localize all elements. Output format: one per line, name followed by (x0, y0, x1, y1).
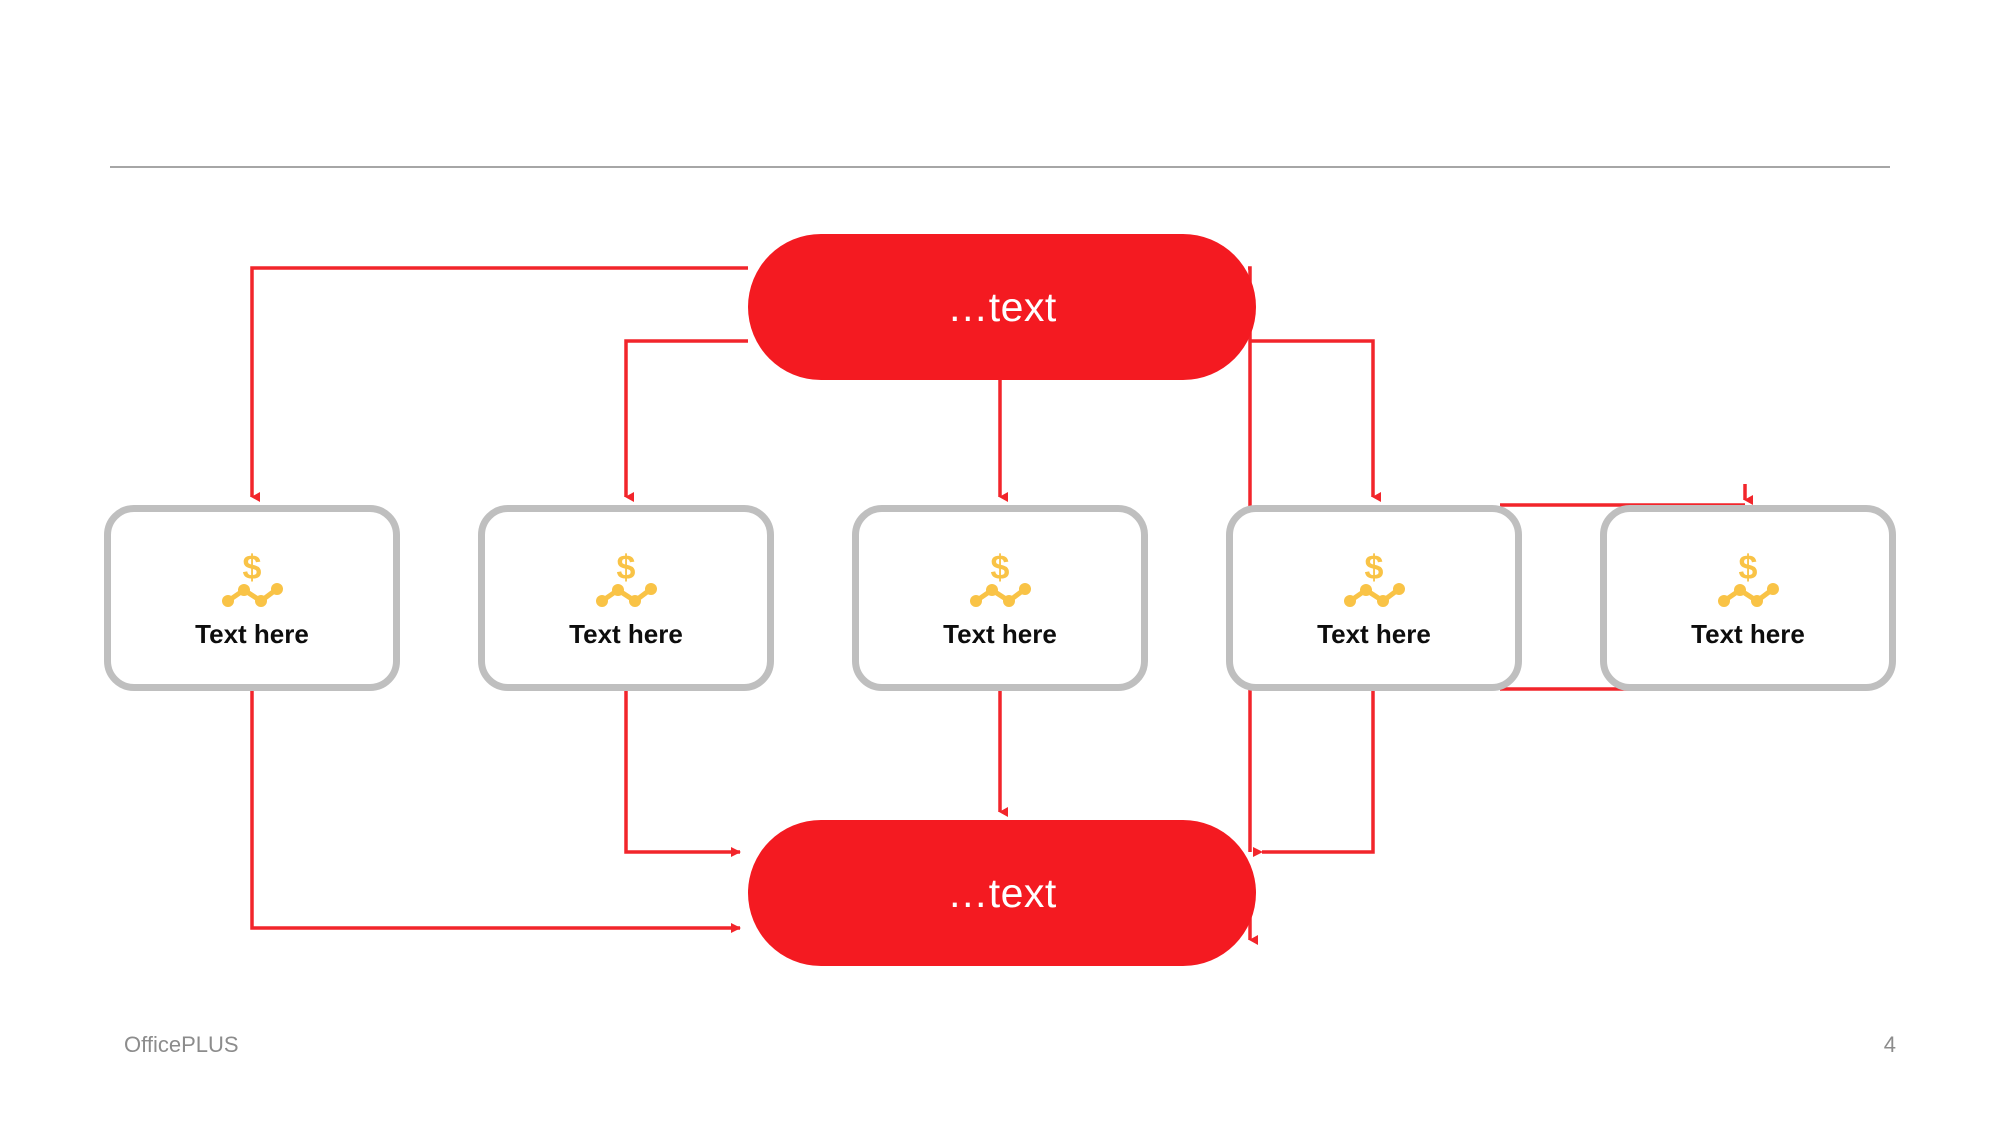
edge-toppill-card2 (624, 339, 748, 502)
card-3[interactable]: $ Text here (852, 505, 1148, 691)
footer-brand: OfficePLUS (124, 1032, 239, 1057)
footer-page-number: 4 (1883, 1032, 1896, 1057)
bottom-pill-node[interactable]: …text (748, 820, 1256, 966)
card-1[interactable]: $ Text here (104, 505, 400, 691)
top-pill-label: …text (947, 283, 1057, 330)
card-5[interactable]: $ Text here (1600, 505, 1896, 691)
dollar-line-chart-icon: $ (596, 549, 657, 607)
card-3-label: Text here (943, 619, 1057, 649)
card-4[interactable]: $ Text here (1226, 505, 1522, 691)
dollar-line-chart-icon: $ (970, 549, 1031, 607)
bottom-pill-label: …text (947, 869, 1057, 916)
edge-card4-bottompill (1253, 691, 1375, 857)
card-1-label: Text here (195, 619, 309, 649)
edge-toppill-card1 (250, 266, 748, 502)
svg-text:$: $ (617, 549, 636, 587)
edge-card1-bottompill (250, 691, 741, 933)
dollar-line-chart-icon: $ (1718, 549, 1779, 607)
svg-text:$: $ (991, 549, 1010, 587)
dollar-line-chart-icon: $ (222, 549, 283, 607)
svg-text:$: $ (1739, 549, 1758, 587)
top-pill-node[interactable]: …text (748, 234, 1256, 380)
card-2-label: Text here (569, 619, 683, 649)
card-4-label: Text here (1317, 619, 1431, 649)
svg-text:$: $ (243, 549, 262, 587)
dollar-line-chart-icon: $ (1344, 549, 1405, 607)
svg-text:$: $ (1365, 549, 1384, 587)
edge-toppill-card4 (1250, 339, 1381, 502)
card-5-label: Text here (1691, 619, 1805, 649)
card-2[interactable]: $ Text here (478, 505, 774, 691)
edge-card2-bottompill (624, 691, 741, 857)
top-divider-rule (110, 166, 1890, 168)
